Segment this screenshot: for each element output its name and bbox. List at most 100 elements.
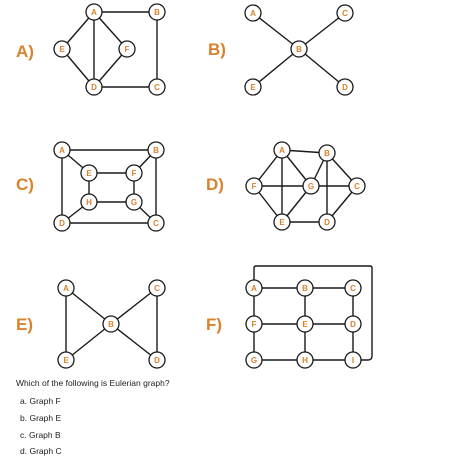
graph-node-C: C (147, 214, 165, 232)
graph-node-B: B (102, 315, 120, 333)
graph-node-H: H (80, 193, 98, 211)
graph-node-A: A (85, 3, 103, 21)
option-b-text: Graph E (29, 413, 62, 423)
svg-text:F: F (252, 320, 257, 329)
svg-text:D: D (91, 83, 97, 92)
graph-panel-4: E) A B C D E (16, 279, 166, 369)
graph-edge-A-B (252, 12, 300, 50)
svg-text:H: H (302, 356, 308, 365)
graph-edge-B-C (110, 287, 158, 325)
svg-text:F: F (252, 182, 257, 191)
svg-text:C: C (153, 219, 159, 228)
svg-text:F: F (125, 45, 130, 54)
svg-text:E: E (63, 356, 69, 365)
graph-node-G: G (245, 351, 263, 369)
panel-label: C) (16, 175, 34, 194)
graph-edge-A-B (65, 287, 112, 325)
svg-text:G: G (251, 356, 257, 365)
graph-node-D: D (148, 351, 166, 369)
graph-node-D: D (336, 78, 354, 96)
graph-node-A: A (273, 141, 291, 159)
graph-node-A: A (53, 141, 71, 159)
svg-text:H: H (86, 198, 92, 207)
graph-node-D: D (344, 315, 362, 333)
option-d[interactable]: d. Graph C (20, 446, 62, 456)
option-a-letter: a. (20, 396, 28, 406)
svg-text:D: D (350, 320, 356, 329)
graph-node-E: E (80, 164, 98, 182)
svg-text:B: B (153, 146, 159, 155)
graph-node-B: B (147, 141, 165, 159)
svg-text:E: E (302, 320, 308, 329)
graph-node-F: F (245, 315, 263, 333)
svg-text:B: B (324, 149, 330, 158)
graph-node-F: F (245, 177, 263, 195)
graph-node-C: C (336, 4, 354, 22)
panel-label: E) (16, 315, 33, 334)
svg-text:B: B (302, 284, 308, 293)
graph-edge-B-D (298, 48, 346, 88)
svg-text:C: C (342, 9, 348, 18)
svg-text:C: C (350, 284, 356, 293)
question-text: Which of the following is Eulerian graph… (16, 378, 170, 388)
graph-node-C: C (148, 78, 166, 96)
svg-text:A: A (279, 146, 285, 155)
graph-panel-5: F) A B C D E F G H I (206, 265, 373, 369)
graph-node-H: H (296, 351, 314, 369)
svg-text:C: C (354, 182, 360, 191)
graph-edge-B-E (65, 323, 112, 361)
svg-text:E: E (279, 218, 285, 227)
svg-text:F: F (132, 169, 137, 178)
graph-node-D: D (53, 214, 71, 232)
svg-text:D: D (324, 218, 330, 227)
svg-text:A: A (63, 284, 69, 293)
svg-text:E: E (86, 169, 92, 178)
svg-text:G: G (131, 198, 137, 207)
svg-text:E: E (59, 45, 65, 54)
option-c-text: Graph B (29, 430, 61, 440)
graph-node-A: A (57, 279, 75, 297)
graph-node-F: F (118, 40, 136, 58)
graph-panel-0: A) A B C D E F (16, 3, 166, 96)
option-a[interactable]: a. Graph F (20, 396, 61, 406)
graph-edge-B-E (252, 48, 300, 88)
option-d-text: Graph C (29, 446, 62, 456)
graph-node-B: B (318, 144, 336, 162)
graph-node-G: G (302, 177, 320, 195)
graph-node-C: C (148, 279, 166, 297)
graph-node-E: E (296, 315, 314, 333)
option-b[interactable]: b. Graph E (20, 413, 61, 423)
svg-text:D: D (154, 356, 160, 365)
svg-text:D: D (59, 219, 65, 228)
panel-label: A) (16, 42, 34, 61)
svg-text:A: A (91, 8, 97, 17)
option-c-letter: c. (20, 430, 27, 440)
option-d-letter: d. (20, 446, 28, 456)
option-a-text: Graph F (29, 396, 61, 406)
graph-node-E: E (244, 78, 262, 96)
svg-text:A: A (251, 284, 257, 293)
graph-node-D: D (85, 78, 103, 96)
svg-text:D: D (342, 83, 348, 92)
option-b-letter: b. (20, 413, 28, 423)
graph-node-A: A (245, 279, 263, 297)
svg-text:C: C (154, 284, 160, 293)
graph-node-C: C (348, 177, 366, 195)
graph-edge-C-B (298, 12, 346, 50)
svg-text:B: B (296, 45, 302, 54)
graph-node-B: B (290, 40, 308, 58)
graph-node-E: E (53, 40, 71, 58)
svg-text:B: B (108, 320, 114, 329)
option-c[interactable]: c. Graph B (20, 430, 61, 440)
graph-edge-B-D (110, 323, 158, 361)
graph-node-E: E (273, 213, 291, 231)
svg-text:A: A (250, 9, 256, 18)
graph-node-B: B (148, 3, 166, 21)
svg-text:I: I (352, 356, 354, 365)
svg-text:G: G (308, 182, 314, 191)
panel-label: F) (206, 315, 222, 334)
graph-node-F: F (125, 164, 143, 182)
